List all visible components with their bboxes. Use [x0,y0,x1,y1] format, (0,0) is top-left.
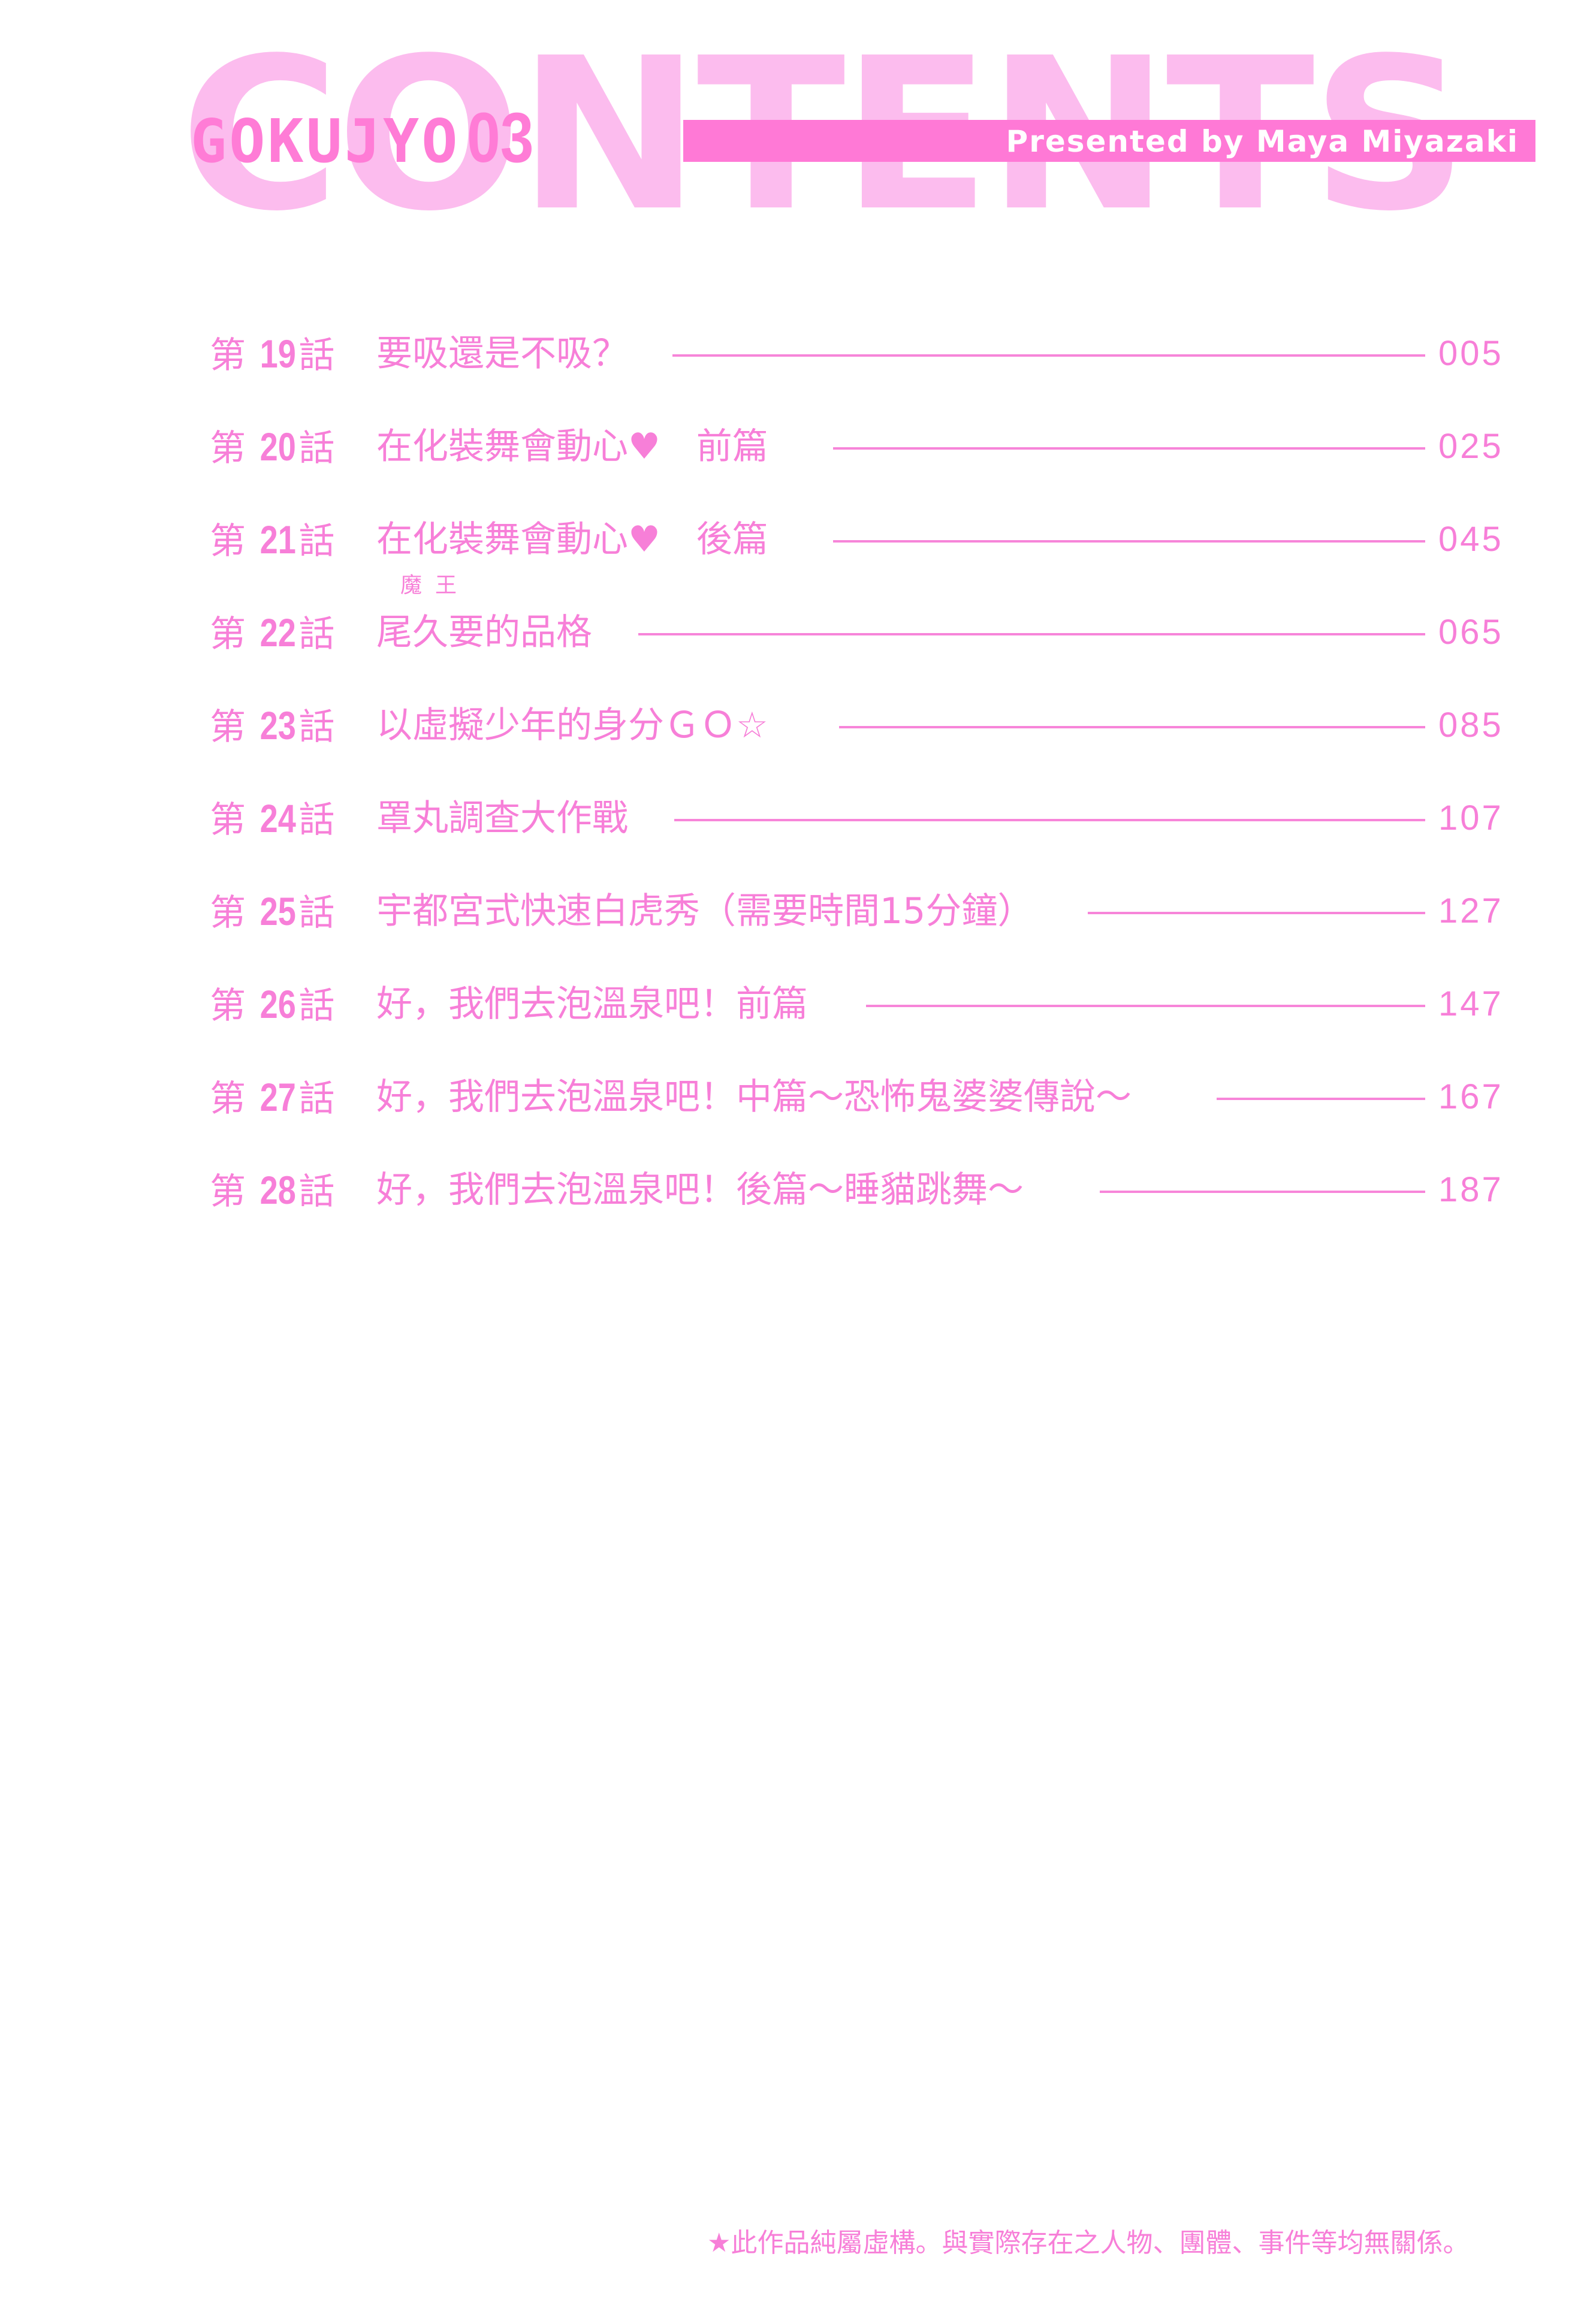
chapter-label: 第 26話 [210,982,335,1027]
page-number: 045 [1438,520,1504,559]
page-number: 065 [1438,613,1504,652]
chapter-title: 在化裝舞會動心♥ 前篇 [376,426,768,468]
leader-line [1100,1191,1425,1193]
chapter-label: 第 20話 [210,424,335,469]
leader-line [1088,912,1425,914]
chapter-label: 第 28話 [210,1168,335,1213]
page-number: 167 [1438,1077,1504,1116]
furigana-ruby: 魔王 [400,573,470,598]
chapter-title: 好，我們去泡溫泉吧！前篇 [376,983,808,1025]
toc-entry[interactable]: 第 27話 好，我們去泡溫泉吧！中篇～恐怖鬼婆婆傳說～ 167 [210,1067,1501,1127]
leader-line [674,819,1425,821]
chapter-title: 要吸還是不吸？ [376,333,628,375]
chapter-title: 好，我們去泡溫泉吧！中篇～恐怖鬼婆婆傳說～ [376,1076,1132,1118]
chapter-title: 好，我們去泡溫泉吧！後篇～睡貓跳舞～ [376,1169,1024,1211]
page-number: 005 [1438,334,1504,373]
chapter-label: 第 25話 [210,889,335,934]
volume-number: 03 [467,98,535,177]
toc-entry[interactable]: 第 25話 宇都宮式快速白虎秀（需要時間15分鐘） 127 [210,881,1501,941]
chapter-label: 第 23話 [210,703,335,748]
toc-entry[interactable]: 第 26話 好，我們去泡溫泉吧！前篇 147 [210,974,1501,1034]
chapter-title: 在化裝舞會動心♥ 後篇 [376,519,768,561]
page-number: 127 [1438,891,1504,930]
toc-entry[interactable]: 第 20話 在化裝舞會動心♥ 前篇 025 [210,417,1501,477]
toc-entry[interactable]: 魔王 第 22話 尾久要的品格 065 [210,574,1501,662]
chapter-title: 罩丸調查大作戰 [376,797,628,839]
page-number: 107 [1438,799,1504,837]
chapter-title: 尾久要的品格 [376,611,592,653]
leader-line [839,726,1425,728]
leader-line [866,1005,1425,1007]
toc-entry[interactable]: 第 23話 以虛擬少年的身分ＧＯ☆ 085 [210,695,1501,755]
chapter-label: 第 19話 [210,332,335,376]
presented-by: Presented by Maya Miyazaki [1006,124,1519,159]
toc-entry[interactable]: 第 19話 要吸還是不吸？ 005 [210,324,1501,384]
chapter-label: 第 27話 [210,1075,335,1120]
page-number: 147 [1438,984,1504,1023]
leader-line [833,447,1425,450]
chapter-label: 第 24話 [210,796,335,841]
series-name: GOKUJYO [191,106,460,176]
leader-line [1217,1098,1425,1100]
leader-line [638,633,1425,635]
toc-entry[interactable]: 第 24話 罩丸調查大作戰 107 [210,788,1501,848]
chapter-label: 第 22話 [210,610,335,655]
chapter-title: 宇都宮式快速白虎秀（需要時間15分鐘） [376,890,1034,932]
leader-line [833,540,1425,543]
page-number: 187 [1438,1170,1504,1209]
fiction-disclaimer: ★此作品純屬虛構。與實際存在之人物、團體、事件等均無關係。 [707,2228,1470,2258]
page-number: 025 [1438,427,1504,466]
leader-line [672,354,1425,357]
chapter-title: 以虛擬少年的身分ＧＯ☆ [376,704,768,746]
toc-entry[interactable]: 第 28話 好，我們去泡溫泉吧！後篇～睡貓跳舞～ 187 [210,1160,1501,1220]
chapter-label: 第 21話 [210,517,335,562]
page-number: 085 [1438,706,1504,745]
toc-entry[interactable]: 第 21話 在化裝舞會動心♥ 後篇 045 [210,510,1501,570]
author-band: Presented by Maya Miyazaki [683,120,1535,162]
